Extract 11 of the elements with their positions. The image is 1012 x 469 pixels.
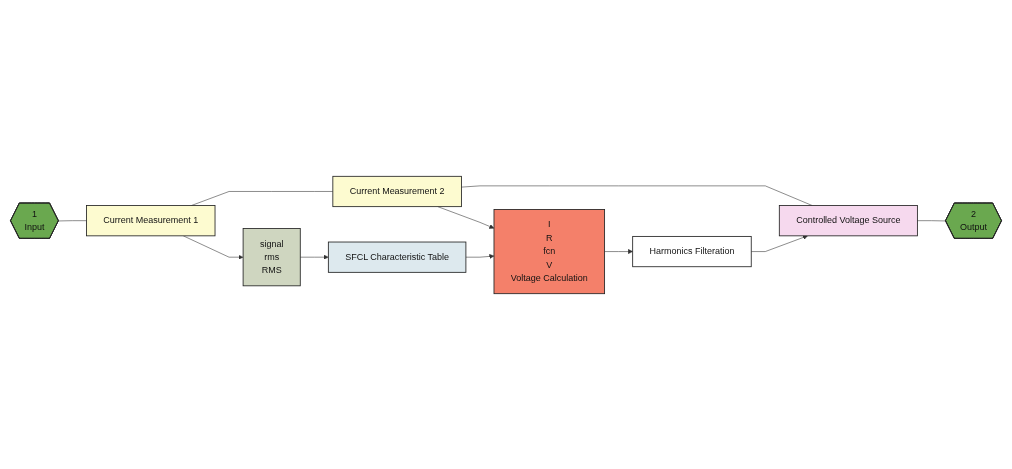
connector xyxy=(917,219,947,221)
connector xyxy=(191,190,334,206)
connector xyxy=(58,219,87,221)
node-box: Controlled Voltage Source xyxy=(778,204,918,236)
node-box: Current Measurement 1 xyxy=(86,204,216,236)
node-box: Current Measurement 2 xyxy=(332,175,462,207)
node-box: I R fcn V Voltage Calculation xyxy=(493,208,605,294)
connector xyxy=(461,185,813,206)
node-box: SFCL Characteristic Table xyxy=(327,241,467,273)
node-box: signal rms RMS xyxy=(242,227,301,286)
node-box: Harmonics Filteration xyxy=(632,235,752,267)
